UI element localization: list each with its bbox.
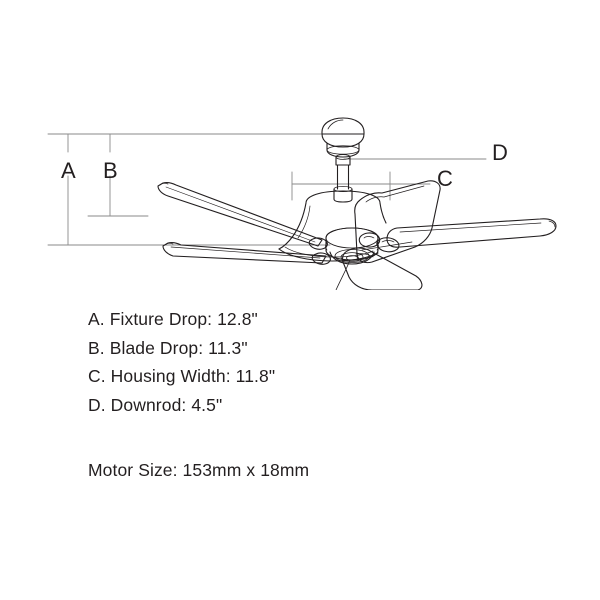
- motor-size-line: Motor Size: 153mm x 18mm: [88, 460, 310, 480]
- specification-list: A. Fixture Drop: 12.8" B. Blade Drop: 11…: [88, 305, 548, 419]
- spec-line-b: B. Blade Drop: 11.3": [88, 337, 248, 358]
- fan-blade-upper-left: [157, 182, 323, 247]
- dimension-label-c: C: [437, 166, 453, 191]
- fan-blade-lower-left: [162, 242, 327, 264]
- dimension-label-b: B: [103, 158, 118, 183]
- diagram-svg: [47, 117, 557, 290]
- pull-chain: [335, 259, 351, 290]
- fan-blade-bottom: [341, 247, 423, 290]
- spec-line-c: C. Housing Width: 11.8": [88, 366, 276, 386]
- spec-line-d: D. Downrod: 4.5": [88, 394, 223, 415]
- fan-blade-right: [386, 218, 557, 248]
- downrod: [333, 154, 353, 203]
- dimension-lines: [47, 133, 487, 246]
- ceiling-canopy: [321, 117, 365, 158]
- fan-dimension-diagram: A B C D: [0, 0, 600, 290]
- dimension-label-d: D: [492, 140, 508, 165]
- motor-hub: [325, 227, 379, 265]
- fan-blade-upper-right: [354, 180, 441, 264]
- dimension-label-a: A: [61, 158, 76, 183]
- spec-line-a: A. Fixture Drop: 12.8": [88, 309, 258, 329]
